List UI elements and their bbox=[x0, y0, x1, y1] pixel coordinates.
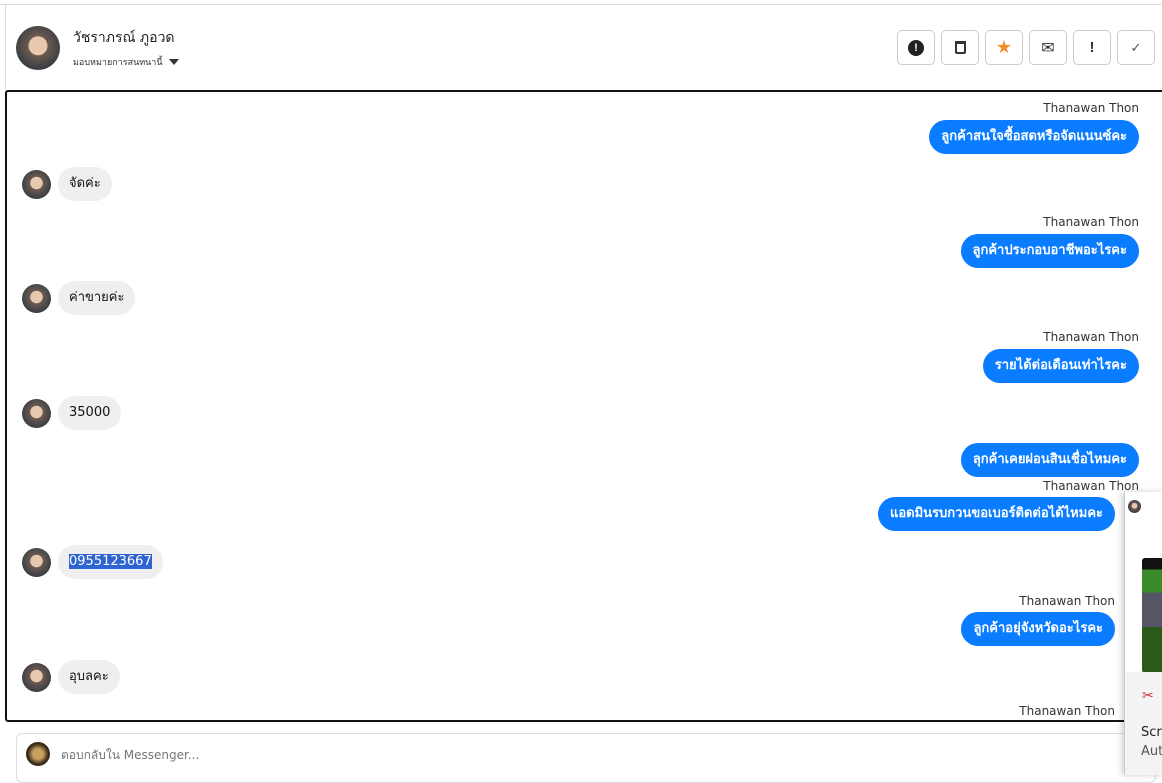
sender-name: Thanawan Thon bbox=[1019, 594, 1115, 608]
envelope-open-icon: ✉ bbox=[1041, 39, 1055, 57]
star-button[interactable]: ★ bbox=[985, 30, 1023, 65]
exclamation-icon: ! bbox=[1089, 39, 1095, 56]
outgoing-message: ลูกค้าอยุ่จังหวัดอะไรคะ bbox=[961, 612, 1115, 646]
outgoing-message: ลูกค้าประกอบอาชีพอะไรคะ bbox=[960, 234, 1139, 268]
incoming-message-row: 0955123667 bbox=[22, 545, 163, 579]
notification-title: Scre bbox=[1141, 725, 1162, 740]
incoming-message-row: อุบลคะ bbox=[22, 660, 120, 694]
snipping-tool-icon: ✂ bbox=[1142, 688, 1154, 704]
spam-button[interactable]: ! bbox=[1073, 30, 1111, 65]
incoming-message: 35000 bbox=[58, 396, 122, 430]
reply-box bbox=[16, 733, 1156, 783]
star-icon: ★ bbox=[995, 37, 1013, 57]
incoming-message: ค่าขายค่ะ bbox=[58, 281, 136, 315]
selected-phone-number[interactable]: 0955123667 bbox=[69, 554, 152, 569]
contact-avatar-small bbox=[22, 547, 51, 577]
contact-avatar-small bbox=[22, 169, 51, 199]
trash-icon bbox=[954, 41, 966, 54]
sender-name: Thanawan Thon bbox=[1043, 479, 1139, 493]
screenshot-thumbnail[interactable] bbox=[1142, 558, 1162, 673]
sender-name: Thanawan Thon bbox=[1043, 101, 1139, 115]
contact-avatar-small bbox=[22, 662, 51, 692]
incoming-message-row: จัดค่ะ bbox=[22, 167, 112, 201]
contact-name: วัชราภรณ์ ภูอวด bbox=[73, 30, 175, 46]
top-divider bbox=[0, 4, 1162, 5]
reply-input[interactable] bbox=[61, 748, 961, 762]
incoming-message: 0955123667 bbox=[58, 545, 163, 579]
toolbar: ! ★ ✉ ! ✓ bbox=[897, 30, 1155, 65]
incoming-message-row: ค่าขายค่ะ bbox=[22, 281, 136, 315]
contact-avatar[interactable] bbox=[16, 26, 60, 70]
outgoing-message: รายได้ต่อเดือนเท่าไรคะ bbox=[982, 349, 1139, 383]
mark-unread-button[interactable]: ✉ bbox=[1029, 30, 1067, 65]
check-icon: ✓ bbox=[1130, 39, 1142, 55]
sender-name: Thanawan Thon bbox=[1043, 330, 1139, 344]
incoming-message: จัดค่ะ bbox=[58, 167, 112, 201]
exclamation-circle-icon: ! bbox=[908, 39, 924, 56]
outgoing-message: ลุกค้าเคยผ่อนสินเชื่อไหมคะ bbox=[960, 443, 1139, 477]
report-button[interactable]: ! bbox=[897, 30, 935, 65]
left-divider bbox=[5, 4, 6, 90]
done-button[interactable]: ✓ bbox=[1117, 30, 1155, 65]
caret-down-icon bbox=[168, 59, 179, 65]
assign-label: มอบหมายการสนทนานี้ bbox=[73, 58, 163, 68]
snipping-tool-notification[interactable]: ✂ Scre Aut bbox=[1124, 492, 1162, 775]
thumbnail-avatar bbox=[1128, 500, 1141, 513]
contact-avatar-small bbox=[22, 283, 51, 313]
outgoing-message: ลูกค้าสนใจซื้อสดหรือจัดแนนซ์คะ bbox=[929, 120, 1139, 154]
delete-button[interactable] bbox=[941, 30, 979, 65]
incoming-message: อุบลคะ bbox=[58, 660, 120, 694]
notification-subtitle: Aut bbox=[1141, 744, 1162, 759]
assign-conversation-dropdown[interactable]: มอบหมายการสนทนานี้ bbox=[73, 55, 179, 69]
outgoing-message: แอดมินรบกวนขอเบอร์ติดต่อได้ไหมคะ bbox=[877, 497, 1115, 531]
contact-avatar-small bbox=[22, 398, 51, 428]
incoming-message-row: 35000 bbox=[22, 396, 122, 430]
sender-name: Thanawan Thon bbox=[1019, 704, 1115, 718]
message-thread[interactable]: Thanawan Thon ลูกค้าสนใจซื้อสดหรือจัดแนน… bbox=[5, 90, 1162, 722]
notification-footer bbox=[1125, 672, 1162, 775]
page-avatar bbox=[26, 742, 50, 766]
sender-name: Thanawan Thon bbox=[1043, 215, 1139, 229]
